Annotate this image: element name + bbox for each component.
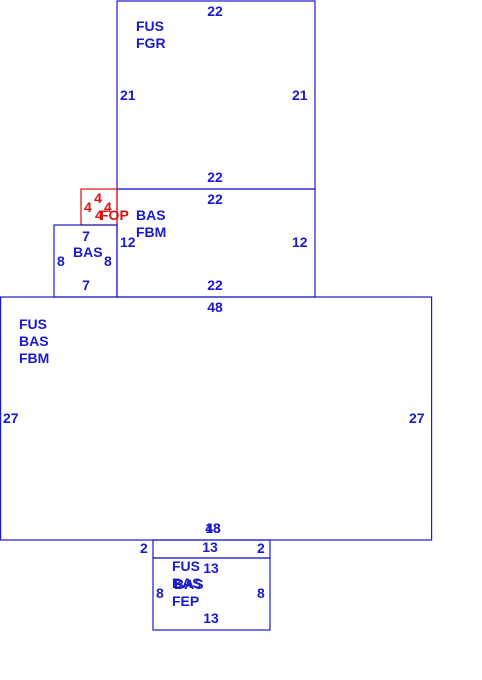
porch-dim-top: 4 [94,190,102,206]
middle-base-dim-left: 12 [120,234,136,250]
lower-bay-label-2: BAS [172,575,202,591]
main-block-label-3: FBM [19,350,49,366]
small-base-dim-left: 8 [57,253,65,269]
small-base-dim-right: 8 [104,253,112,269]
lower-bay-label-overlap: BAS [174,576,204,592]
upper-garage-dim-left: 21 [120,87,136,103]
connector-dim-bottom: 13 [203,560,219,576]
upper-garage-dim-bottom: 22 [207,169,223,185]
main-block-dim-bottom-a: 48 [205,520,221,536]
upper-garage-label-2: FGR [136,35,166,51]
lower-bay-outline [152,557,271,631]
main-block-dim-right: 27 [409,410,425,426]
upper-garage-dim-top: 22 [207,3,223,19]
main-block-dim-top: 48 [207,299,223,315]
main-block-outline [0,296,433,541]
small-base-dim-bottom: 7 [82,277,90,293]
main-block-label-2: BAS [19,333,49,349]
porch-dim-left: 4 [84,199,92,215]
lower-bay-label-3: FEP [172,593,199,609]
middle-base-dim-top: 22 [207,191,223,207]
lower-bay-dim-left: 8 [156,585,164,601]
porch-dim-bottom: 4 [95,207,103,223]
upper-garage-dim-right: 21 [292,87,308,103]
porch-label: FOP [100,207,129,223]
lower-bay-label-1: FUS [172,558,200,574]
connector-dim-top: 13 [202,539,218,555]
connector-dim-right: 2 [257,540,265,556]
upper-garage-label-1: FUS [136,18,164,34]
small-base-dim-top: 7 [82,228,90,244]
middle-base-dim-right: 12 [292,234,308,250]
connector-dim-left: 2 [140,540,148,556]
middle-base-label-1: BAS [136,207,166,223]
lower-bay-dim-bottom: 13 [203,610,219,626]
main-block-dim-left: 27 [3,410,19,426]
middle-base-dim-bottom: 22 [207,277,223,293]
lower-bay-dim-right: 8 [257,585,265,601]
main-block-label-1: FUS [19,316,47,332]
porch-dim-right: 4 [104,199,112,215]
middle-base-label-2: FBM [136,224,166,240]
small-base-label: BAS [73,244,103,260]
main-block-dim-bottom-b: 13 [205,520,221,536]
